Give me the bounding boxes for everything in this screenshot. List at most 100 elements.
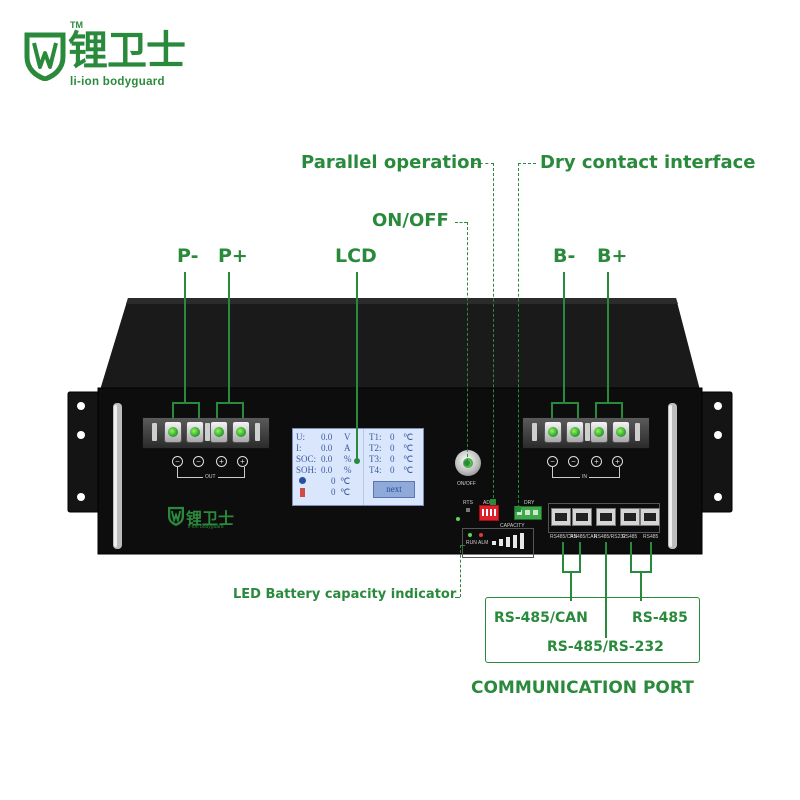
plus-symbol-icon: + <box>612 456 623 467</box>
dry-label: DRY <box>524 500 535 506</box>
lcd-u-label: U: <box>296 432 305 442</box>
plus-symbol-icon: + <box>237 456 248 467</box>
port1-label: RS485/CAN <box>550 534 578 540</box>
lcd-t3-value: 0 <box>390 454 395 464</box>
p-plus-terminal-post-1[interactable] <box>210 421 228 443</box>
capacity-bar-2 <box>499 539 503 546</box>
p-plus-callout: P+ <box>218 245 248 267</box>
lcd-soh-unit: % <box>344 465 352 475</box>
lcd-soc-value: 0.0 <box>321 454 333 464</box>
plus-symbol-icon: + <box>591 456 602 467</box>
panel-brand-tagline: li-ion bodyguard <box>188 524 224 530</box>
b-minus-callout: B- <box>553 245 576 267</box>
p-minus-terminal-post-1[interactable] <box>164 421 182 443</box>
lcd-screen: U: 0.0 V I: 0.0 A SOC: 0.0 % SOH: 0.0 % … <box>292 428 424 506</box>
rs485-can-callout: RS-485/CAN <box>494 610 588 626</box>
lcd-t4-unit: ℃ <box>403 465 414 475</box>
port2-label: RS485/CAN <box>570 534 598 540</box>
capacity-bar-3 <box>506 537 510 547</box>
dry-contact-marker <box>515 506 521 512</box>
port4-label: RS485 <box>622 534 638 540</box>
lcd-u-unit: V <box>344 432 351 442</box>
rs485-port-2[interactable] <box>640 508 660 526</box>
brand-logo: TM 锂卫士 li-ion bodyguard <box>20 15 190 95</box>
rs485-rs232-port[interactable] <box>596 508 616 526</box>
lcd-t1-unit: ℃ <box>403 432 414 442</box>
p-minus-callout: P- <box>177 245 199 267</box>
lcd-i-label: I: <box>296 443 302 453</box>
panel-brand-logo: 锂卫士 li-ion bodyguard <box>168 502 268 532</box>
b-minus-terminal-post-1[interactable] <box>544 421 562 443</box>
capacity-led-panel: RUN ALM <box>462 528 534 558</box>
lcd-next-button[interactable]: next <box>373 481 415 498</box>
lcd-t4-value: 0 <box>390 465 395 475</box>
battery-icon <box>300 488 305 497</box>
dry-contact-connector[interactable] <box>514 506 542 520</box>
rs485-can-port-2[interactable] <box>572 508 592 526</box>
brand-tagline: li-ion bodyguard <box>70 76 165 88</box>
parallel-operation-marker <box>490 499 496 505</box>
dry-contact-interface-callout: Dry contact interface <box>540 152 756 173</box>
capacity-bar-5 <box>520 533 524 549</box>
alarm-led-icon <box>479 533 483 537</box>
lcd-t2-label: T2: <box>369 443 382 453</box>
capacity-bar-1 <box>492 541 496 545</box>
lcd-t2-value: 0 <box>390 443 395 453</box>
alm-label: ALM <box>478 540 489 546</box>
lcd-t4-label: T4: <box>369 465 382 475</box>
plus-symbol-icon: + <box>216 456 227 467</box>
rts-label: RTS <box>463 500 473 506</box>
lcd-temp-value: 0 <box>331 476 336 486</box>
b-plus-terminal-post-1[interactable] <box>590 421 608 443</box>
lcd-callout: LCD <box>335 245 377 267</box>
lcd-t3-unit: ℃ <box>403 454 414 464</box>
rs485-port-1[interactable] <box>620 508 640 526</box>
b-minus-terminal-post-2[interactable] <box>566 421 584 443</box>
minus-symbol-icon: − <box>172 456 183 467</box>
brand-name: 锂卫士 <box>68 28 186 74</box>
run-led-icon <box>468 533 472 537</box>
onoff-callout: ON/OFF <box>372 210 449 231</box>
panel-brand-name: 锂卫士 <box>186 509 235 528</box>
lcd-soh-value: 0.0 <box>321 465 333 475</box>
lcd-t1-label: T1: <box>369 432 382 442</box>
rts-indicator-icon <box>466 508 470 512</box>
lcd-t1-value: 0 <box>390 432 395 442</box>
rs485-callout: RS-485 <box>632 610 688 626</box>
comm-port-callout-box <box>485 597 700 663</box>
onoff-panel-label: ON/OFF <box>457 481 476 487</box>
lcd-temp2-value: 0 <box>331 487 336 497</box>
communication-port-title: COMMUNICATION PORT <box>471 678 694 698</box>
lcd-temp2-unit: ℃ <box>340 487 351 497</box>
p-minus-terminal-post-2[interactable] <box>186 421 204 443</box>
address-dip-switch[interactable] <box>479 505 499 521</box>
port3-label: RS485/RS232 <box>594 534 626 540</box>
in-label: IN <box>580 474 589 480</box>
minus-symbol-icon: − <box>193 456 204 467</box>
run-label: RUN <box>466 540 477 546</box>
rs485-can-port-1[interactable] <box>551 508 571 526</box>
thermometer-icon <box>299 477 306 484</box>
status-led-icon <box>456 517 460 521</box>
b-plus-callout: B+ <box>597 245 628 267</box>
lcd-u-value: 0.0 <box>321 432 333 442</box>
lcd-soc-unit: % <box>344 454 352 464</box>
lcd-soc-label: SOC: <box>296 454 317 464</box>
capacity-label: CAPACITY <box>500 523 525 529</box>
parallel-operation-callout: Parallel operation <box>301 152 483 173</box>
out-label: OUT <box>203 474 218 480</box>
lcd-t2-unit: ℃ <box>403 443 414 453</box>
b-plus-terminal-post-2[interactable] <box>612 421 630 443</box>
brand-shield-logo-icon <box>168 506 184 526</box>
brand-tm: TM <box>70 20 83 30</box>
lcd-t3-label: T3: <box>369 454 382 464</box>
led-indicator-callout: LED Battery capacity indicator <box>233 587 457 602</box>
port5-label: RS485 <box>643 534 659 540</box>
minus-symbol-icon: − <box>547 456 558 467</box>
lcd-i-unit: A <box>344 443 351 453</box>
minus-symbol-icon: − <box>568 456 579 467</box>
p-plus-terminal-post-2[interactable] <box>232 421 250 443</box>
rs485-rs232-callout: RS-485/RS-232 <box>547 639 664 655</box>
onoff-marker <box>464 460 470 466</box>
lcd-soh-label: SOH: <box>296 465 317 475</box>
